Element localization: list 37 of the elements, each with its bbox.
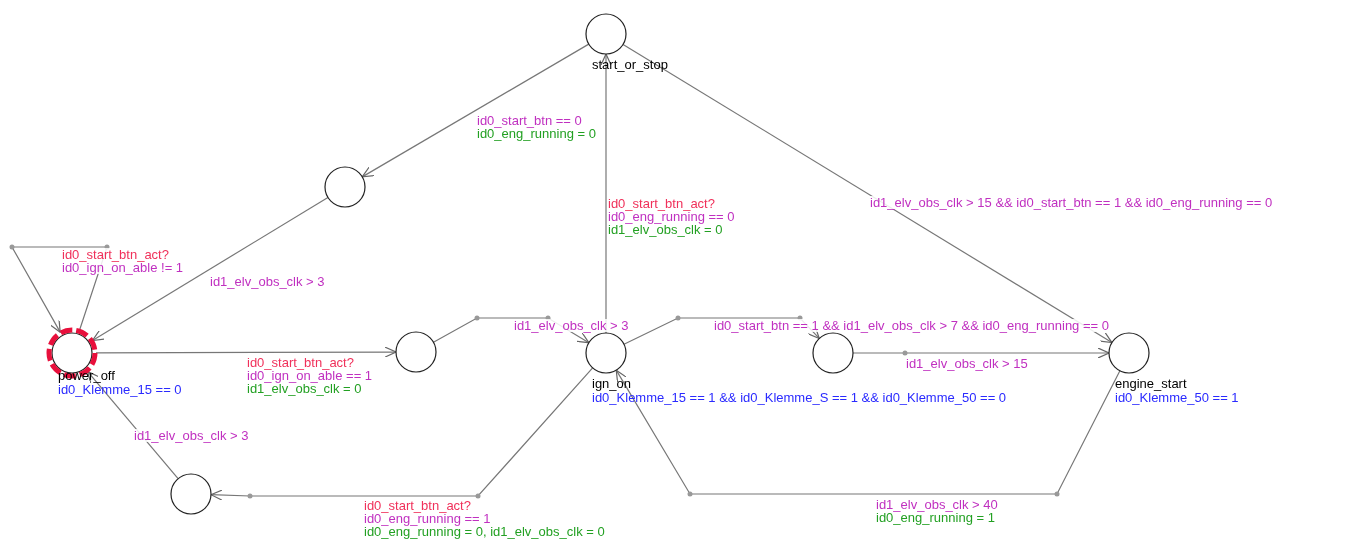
guard-label: id0_start_btn == 1 && id1_elv_obs_clk > 7 && id0_eng_running == 0 — [714, 319, 1109, 332]
guard-label: id1_elv_obs_clk > 40 — [876, 498, 998, 511]
location-name: power_off — [58, 369, 115, 382]
update-label: id0_eng_running = 0 — [477, 127, 596, 140]
update-label: id1_elv_obs_clk = 0 — [608, 223, 723, 236]
sync-label: id0_start_btn_act? — [247, 356, 354, 369]
transition-arrow — [95, 347, 397, 357]
transition-arrow — [86, 370, 179, 480]
transition-arrow — [622, 43, 1113, 344]
location-name: engine_start — [1115, 377, 1187, 390]
invariant-label: id0_Klemme_15 == 0 — [58, 383, 182, 396]
location-name: ign_on — [592, 377, 632, 390]
transition-arrow — [91, 196, 329, 342]
guard-label: id1_elv_obs_clk > 15 && id0_start_btn == 1 && id0_eng_running == 0 — [870, 196, 1273, 209]
transition-arrow — [9, 244, 110, 333]
guard-label: id1_elv_obs_clk > 15 — [906, 357, 1028, 370]
location-name: start_or_stop — [592, 58, 668, 71]
guard-label: id0_eng_running == 1 — [364, 512, 491, 525]
update-label: id0_eng_running = 1 — [876, 511, 995, 524]
guard-label: id1_elv_obs_clk > 3 — [514, 319, 629, 332]
invariant-label: id0_Klemme_50 == 1 — [1115, 391, 1239, 404]
invariant-label: id0_Klemme_15 == 1 && id0_Klemme_S == 1 && id0_Klemme_50 == 0 — [592, 391, 1007, 404]
sync-label: id0_start_btn_act? — [608, 197, 715, 210]
guard-label: id0_start_btn == 0 — [477, 114, 582, 127]
sync-label: id0_start_btn_act? — [364, 499, 471, 512]
guard-label: id1_elv_obs_clk > 3 — [210, 275, 325, 288]
transition-arrow — [210, 367, 594, 500]
update-label: id0_eng_running = 0, id1_elv_obs_clk = 0 — [364, 525, 605, 538]
transition-arrow — [623, 315, 820, 345]
guard-label: id1_elv_obs_clk > 3 — [134, 429, 249, 442]
update-label: id1_elv_obs_clk = 0 — [247, 382, 362, 395]
guard-label: id0_eng_running == 0 — [608, 210, 735, 223]
transition-arrow — [361, 43, 590, 178]
guard-label: id0_ign_on_able == 1 — [247, 369, 373, 382]
transition-arrow — [615, 369, 1121, 497]
sync-label: id0_start_btn_act? — [62, 248, 169, 261]
guard-label: id0_ign_on_able != 1 — [62, 261, 184, 274]
